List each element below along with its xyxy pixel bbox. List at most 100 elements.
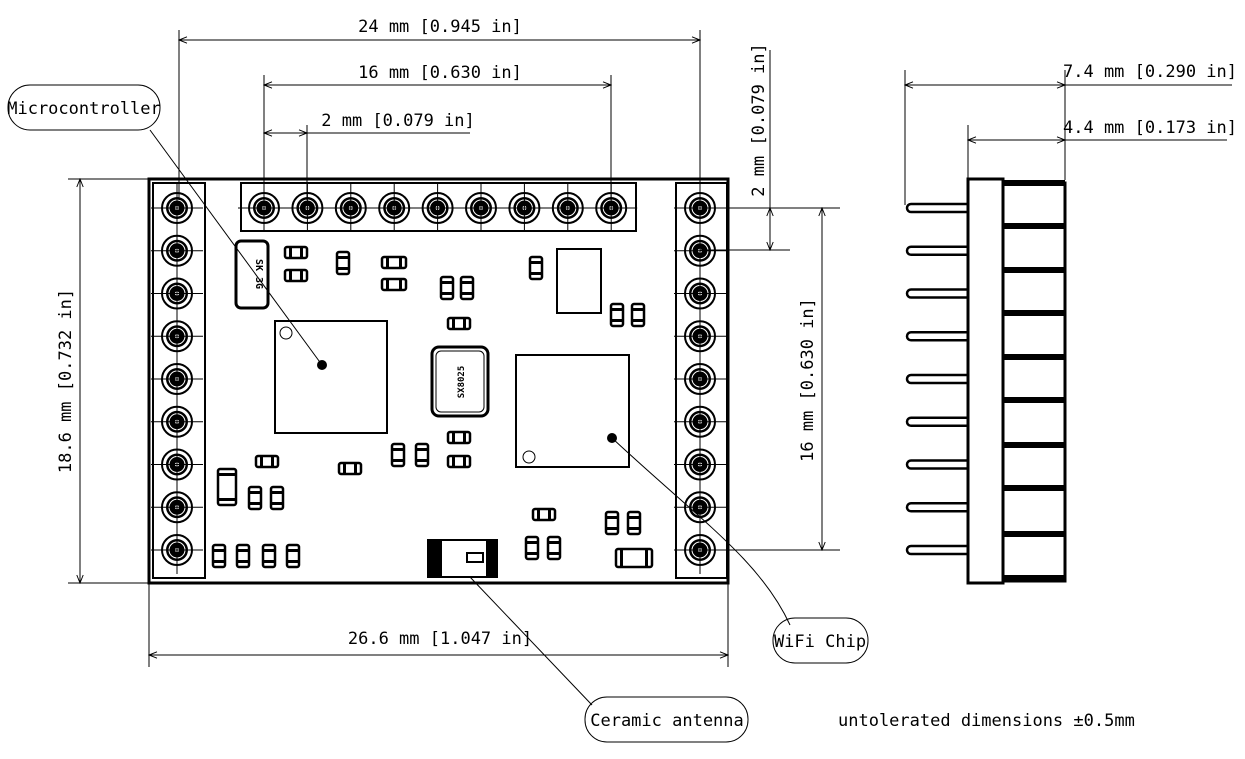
components: SX8025 SK 3G xyxy=(211,239,654,578)
smd-component xyxy=(528,255,544,281)
smd-component xyxy=(269,485,285,511)
smd-component xyxy=(247,485,263,511)
side-pin xyxy=(905,245,968,256)
smd-component xyxy=(446,454,472,469)
pin xyxy=(674,269,726,318)
callout-antenna-label: Ceramic antenna xyxy=(590,711,744,731)
smd-component xyxy=(335,250,351,276)
callout-microcontroller xyxy=(7,84,161,131)
dim-side-body: 4.4 mm [0.173 in] xyxy=(1063,118,1237,138)
smd-component xyxy=(524,535,540,561)
side-pin xyxy=(905,459,968,470)
dimension-lines xyxy=(68,30,1232,667)
sleeve-separator xyxy=(1003,354,1065,360)
callout-microcontroller-label: Microcontroller xyxy=(7,99,161,119)
pin xyxy=(151,355,203,403)
pin xyxy=(411,184,464,232)
smd-component xyxy=(283,245,309,260)
dim-pitch: 2 mm [0.079 in] xyxy=(321,111,475,131)
side-pin xyxy=(905,288,968,299)
pin xyxy=(674,397,726,446)
callout-antenna xyxy=(584,696,749,743)
pin xyxy=(151,226,203,275)
callout-wifi-label: WiFi Chip xyxy=(774,632,866,652)
smd-component xyxy=(390,442,406,468)
smd-component xyxy=(235,543,251,569)
smd-component xyxy=(614,547,654,569)
sleeve-separator xyxy=(1003,267,1065,273)
side-pin xyxy=(905,502,968,513)
wifi-leader xyxy=(611,437,791,626)
regulator xyxy=(234,239,270,310)
dim-header-span: 16 mm [0.630 in] xyxy=(358,63,522,83)
pin xyxy=(151,269,203,318)
dim-top-width: 24 mm [0.945 in] xyxy=(358,17,522,37)
pin xyxy=(151,397,203,446)
tolerance-note: untolerated dimensions ±0.5mm xyxy=(838,711,1135,731)
sleeve-separator xyxy=(1003,180,1065,186)
smd-component xyxy=(285,543,301,569)
smd-component xyxy=(211,543,227,569)
pin xyxy=(674,355,726,403)
dim-side-total: 7.4 mm [0.290 in] xyxy=(1063,62,1237,82)
pin xyxy=(151,526,203,574)
smd-component xyxy=(459,275,475,301)
smd-component xyxy=(446,316,472,331)
smd-component xyxy=(604,510,620,536)
crystal-mark: SX8025 xyxy=(457,366,467,399)
dim-height: 18.6 mm [0.732 in] xyxy=(56,289,76,473)
smd-component xyxy=(531,507,557,522)
smd-component xyxy=(414,442,430,468)
callout-wifi xyxy=(772,617,869,664)
side-view xyxy=(905,177,1067,585)
pin xyxy=(455,184,507,232)
smd-component xyxy=(254,454,280,469)
dim-bottom-width: 26.6 mm [1.047 in] xyxy=(348,629,532,649)
smd-component xyxy=(380,255,408,270)
smd-component xyxy=(337,461,363,476)
regulator-mark: SK 3G xyxy=(253,259,264,289)
side-pin xyxy=(905,373,968,385)
antenna-leader xyxy=(469,576,593,706)
smd-component xyxy=(439,275,455,301)
crystal xyxy=(430,345,490,418)
smd-component xyxy=(630,302,646,328)
side-pin xyxy=(905,416,968,427)
dim-right-pitch: 2 mm [0.079 in] xyxy=(749,43,769,197)
pin xyxy=(151,312,203,361)
sleeve-separator xyxy=(1003,485,1065,491)
smd-component xyxy=(261,543,277,569)
sleeve-separator xyxy=(1003,223,1065,229)
wifi-chip xyxy=(515,354,630,468)
pin xyxy=(324,184,377,232)
right-header xyxy=(675,182,728,579)
dim-right-span: 16 mm [0.630 in] xyxy=(798,298,818,462)
sleeve-separator xyxy=(1003,397,1065,403)
side-pin xyxy=(905,202,968,214)
smd-component xyxy=(283,268,309,283)
pin xyxy=(368,184,421,232)
sleeve-separator xyxy=(1003,575,1065,581)
pin xyxy=(674,312,726,361)
pin xyxy=(151,440,203,489)
smd-component xyxy=(380,277,408,292)
pin xyxy=(674,226,726,275)
square-component xyxy=(556,248,602,314)
pin xyxy=(151,483,203,532)
pin xyxy=(674,483,726,532)
smd-component xyxy=(446,430,472,445)
sleeve-separator xyxy=(1003,442,1065,448)
sleeve-separator xyxy=(1003,310,1065,316)
smd-component xyxy=(626,510,642,536)
pin-headers xyxy=(151,182,728,579)
pin xyxy=(151,184,203,232)
microcontroller-chip xyxy=(274,320,388,434)
smd-component xyxy=(609,302,625,328)
smd-component xyxy=(216,467,238,507)
pin xyxy=(674,440,726,489)
pin xyxy=(541,184,594,232)
sleeve-separator xyxy=(1003,531,1065,537)
side-pin xyxy=(905,331,968,342)
pin xyxy=(498,184,551,232)
